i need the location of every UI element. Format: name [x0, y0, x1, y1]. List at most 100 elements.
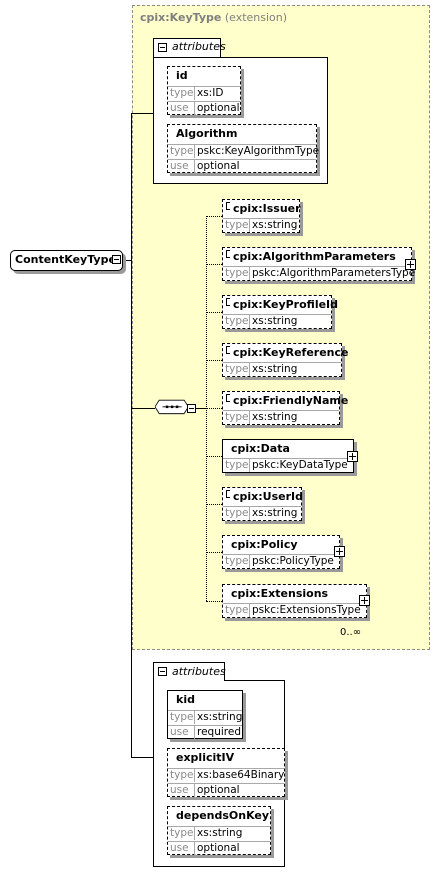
element-name: cpix:FriendlyName — [233, 394, 349, 407]
element-name: cpix:Extensions — [231, 587, 329, 600]
root-collapse-icon[interactable] — [112, 255, 121, 264]
ext-attributes-collapse-icon[interactable] — [158, 43, 167, 52]
type-label: type — [170, 827, 195, 840]
extension-title: cpix:KeyType (extension) — [140, 11, 287, 24]
attribute-name: dependsOnKey — [176, 809, 270, 822]
extensions-cardinality: 0..∞ — [340, 627, 362, 638]
ext-attributes-header[interactable] — [153, 38, 221, 57]
sequence-compositor[interactable] — [155, 398, 195, 419]
element-name: cpix:KeyReference — [233, 346, 349, 359]
attribute-type: xs:ID — [197, 87, 224, 99]
root-trunk-line — [131, 113, 132, 758]
branch-issuer — [206, 216, 222, 217]
branch-policy — [206, 552, 222, 553]
attribute-name: Algorithm — [176, 127, 238, 140]
branch-key-reference — [206, 360, 222, 361]
type-label: type — [170, 145, 195, 158]
ext-attributes-label: attributes — [172, 40, 226, 53]
type-label: type — [225, 267, 250, 280]
attribute-name: explicitIV — [176, 751, 235, 764]
expand-icon[interactable] — [405, 259, 416, 270]
extension-qualifier: (extension) — [224, 11, 288, 24]
attribute-name: id — [176, 69, 188, 82]
type-label: type — [225, 315, 250, 328]
own-attributes-label: attributes — [172, 665, 226, 678]
attribute-type: pskc:KeyAlgorithmType — [197, 145, 320, 157]
element-type: pskc:KeyDataType — [252, 459, 348, 471]
type-label: type — [225, 555, 250, 568]
expand-icon[interactable] — [334, 546, 345, 557]
attribute-type: xs:base64Binary — [197, 769, 285, 781]
element-type: xs:string — [252, 411, 298, 423]
element-type: xs:string — [252, 219, 298, 231]
own-attributes-connector — [131, 757, 153, 758]
element-name: cpix:AlgorithmParameters — [233, 250, 396, 263]
attribute-name: kid — [176, 693, 195, 706]
branch-extensions — [206, 601, 222, 602]
use-label: use — [169, 842, 195, 855]
element-name: cpix:Data — [231, 442, 290, 455]
element-type: xs:string — [252, 315, 298, 327]
attribute-use: optional — [197, 160, 240, 172]
attribute-use: required — [197, 726, 241, 738]
type-label: type — [170, 711, 195, 724]
branch-key-profile-id — [206, 312, 222, 313]
element-type: xs:string — [252, 507, 298, 519]
element-name: cpix:UserId — [233, 490, 303, 503]
attribute-use: optional — [197, 784, 240, 796]
type-label: type — [170, 769, 195, 782]
type-label: type — [225, 604, 250, 617]
branch-algorithm-parameters — [206, 264, 222, 265]
sequence-connector — [131, 408, 155, 409]
use-label: use — [169, 160, 195, 173]
attribute-use: optional — [197, 842, 240, 854]
type-label: type — [225, 507, 250, 520]
sequence-out-line — [195, 408, 207, 409]
attribute-type: xs:string — [197, 711, 243, 723]
element-name: cpix:Issuer — [233, 202, 301, 215]
branch-friendly-name — [206, 408, 222, 409]
root-element[interactable] — [10, 250, 123, 271]
use-label: use — [169, 102, 195, 115]
own-attributes-collapse-icon[interactable] — [158, 667, 167, 676]
type-label: type — [225, 411, 250, 424]
own-attributes-header[interactable] — [153, 662, 225, 681]
element-type: xs:string — [252, 363, 298, 375]
expand-icon[interactable] — [359, 595, 370, 606]
element-type: pskc:PolicyType — [252, 555, 334, 567]
type-label: type — [225, 459, 250, 472]
element-type: pskc:AlgorithmParametersType — [252, 267, 416, 279]
element-name: cpix:Policy — [231, 538, 298, 551]
type-label: type — [225, 219, 250, 232]
branch-data — [206, 456, 222, 457]
sequence-collapse-icon[interactable] — [187, 404, 196, 413]
root-connector — [123, 260, 132, 261]
branch-user-id — [206, 504, 222, 505]
element-name: cpix:KeyProfileId — [233, 298, 339, 311]
expand-icon[interactable] — [347, 451, 358, 462]
type-label: type — [170, 87, 195, 100]
attribute-type: xs:string — [197, 827, 243, 839]
type-label: type — [225, 363, 250, 376]
root-element-label: ContentKeyType — [15, 253, 116, 266]
use-label: use — [169, 726, 195, 739]
extension-type-name: cpix:KeyType — [140, 11, 222, 24]
element-type: pskc:ExtensionsType — [252, 604, 361, 616]
attribute-use: optional — [197, 102, 240, 114]
ext-attributes-connector — [131, 113, 153, 114]
use-label: use — [169, 784, 195, 797]
